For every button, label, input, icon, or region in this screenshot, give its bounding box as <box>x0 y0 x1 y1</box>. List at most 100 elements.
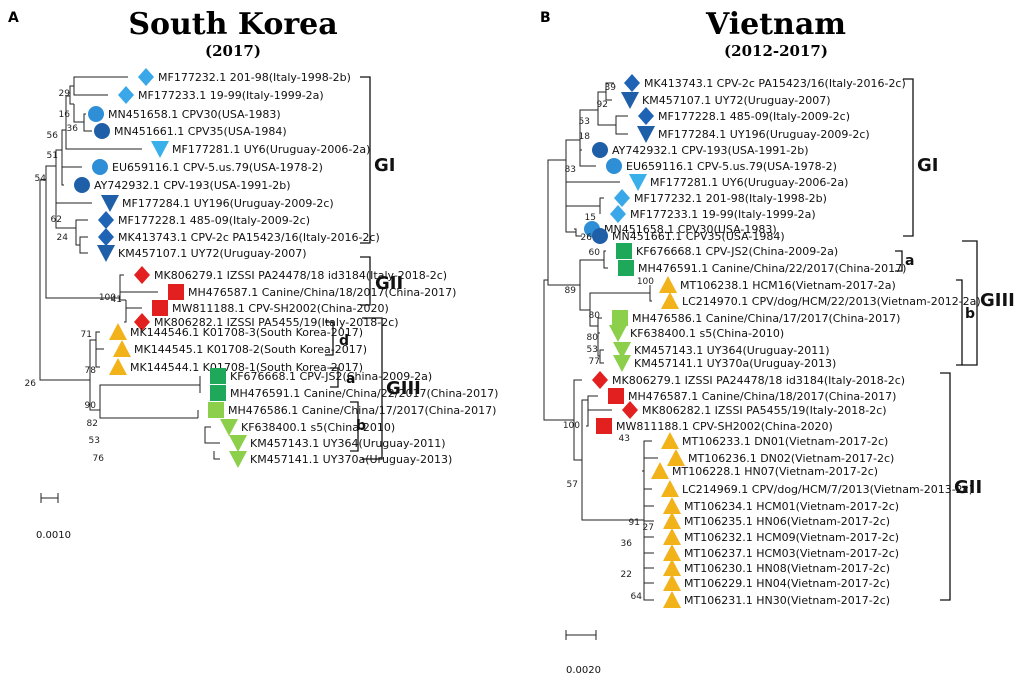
group-label-gii-a: GII <box>375 273 403 294</box>
tree-a-branch <box>73 86 108 96</box>
tree-b-branch <box>565 139 580 160</box>
tree-b-branch <box>586 400 589 427</box>
tree-a-branch <box>89 380 100 411</box>
tree-a-bootstrap-value: 62 <box>51 215 62 225</box>
tree-a-bootstrap-value: 51 <box>47 151 58 161</box>
tree-a-tip-marker <box>101 195 119 212</box>
tree-b-tip-marker <box>663 591 681 608</box>
tree-a-tip-marker <box>97 245 115 262</box>
clade-brackets-a: GI GII d a b GIII <box>325 76 421 460</box>
tree-b-taxon-label: MT106236.1 DN02(Vietnam-2017-2c) <box>688 452 894 465</box>
tree-b-tip-marker <box>637 126 655 143</box>
tree-b-branch <box>589 310 598 327</box>
tree-a-bootstrap-value: 82 <box>87 419 98 429</box>
tree-a-taxon-label: MF177284.1 UY196(Uruguay-2009-2c) <box>122 197 334 210</box>
tree-a-bootstrap-value: 56 <box>47 131 59 141</box>
group-label-a-b: a <box>905 253 914 269</box>
tree-b-taxon-label: MH476587.1 Canine/China/18/2017(China-20… <box>628 390 896 403</box>
tree-a-bootstrap-value: 26 <box>25 379 37 389</box>
tree-b-bootstrap-value: 92 <box>597 100 608 110</box>
group-label-gii-b: GII <box>954 477 982 498</box>
bracket-gi-b <box>903 78 914 237</box>
tree-b-taxon-label: KF638400.1 s5(China-2010) <box>630 327 784 340</box>
tree-panel-a: MF177232.1 201-98(Italy-1998-2b)MF177233… <box>25 68 498 468</box>
tree-a-bootstrap-value: 90 <box>85 401 97 411</box>
tree-b-branch <box>579 259 604 285</box>
tree-a-tip-marker <box>94 123 110 139</box>
tree-b-tip-marker <box>621 92 639 109</box>
tree-b-tip-marker <box>659 276 677 293</box>
tree-b-tip-marker <box>592 228 608 244</box>
tree-a-branch <box>119 291 158 298</box>
tree-b-branch <box>575 232 582 237</box>
tree-a-taxon-label: MW811188.1 CPV-SH2002(China-2020) <box>172 302 389 315</box>
tree-a-bootstrap-value: 29 <box>59 89 71 99</box>
tree-a-bootstrap-value: 78 <box>85 366 97 376</box>
tree-b-tip-marker <box>663 574 681 591</box>
bracket-b-b <box>956 279 963 366</box>
tree-b-branch <box>599 197 604 206</box>
tree-a-taxon-label: MF177228.1 485-09(Italy-2009-2c) <box>118 214 310 227</box>
tree-b-tip-marker <box>608 388 624 404</box>
tree-b-tip-marker <box>616 243 632 259</box>
tree-a-tip-marker <box>229 435 247 452</box>
tree-b-bootstrap-value: 60 <box>589 248 601 258</box>
tree-b-branch <box>589 292 650 310</box>
tree-b-branch <box>597 110 616 126</box>
tree-b-tip-marker <box>661 292 679 309</box>
tree-b-bootstrap-value: 77 <box>589 357 600 367</box>
tree-a-tip-marker <box>109 323 127 340</box>
tree-b-bootstrap-value: 26 <box>581 233 593 243</box>
tree-a-taxon-label: MK144544.1 K01708-1(South Korea-2017) <box>130 361 363 374</box>
tree-a-tip-marker <box>118 86 134 104</box>
tree-a-branch <box>45 180 120 299</box>
tree-a-branch <box>79 236 88 245</box>
tree-a-branch <box>75 237 80 246</box>
tree-a-branch <box>83 113 86 122</box>
tree-b-bootstrap-value: 53 <box>579 117 590 127</box>
tree-b-tip-marker <box>610 205 626 223</box>
tree-a-branch <box>125 300 142 309</box>
tree-a-taxon-label: AY742932.1 CPV-193(USA-1991-2b) <box>94 179 291 192</box>
scale-bar-a-label: 0.0010 <box>36 530 71 541</box>
tree-b-taxon-label: KM457141.1 UY370a(Uruguay-2013) <box>634 357 836 370</box>
tree-b-branch <box>599 356 604 364</box>
tree-a-branch <box>61 150 64 186</box>
tree-b-bootstrap-value: 80 <box>587 333 599 343</box>
tree-b-branch <box>573 379 582 420</box>
tree-b-tip-marker <box>667 449 685 466</box>
tree-b-taxon-label: MH476586.1 Canine/China/17/2017(China-20… <box>632 312 900 325</box>
tree-a-branch <box>83 122 92 132</box>
tree-b-taxon-label: MT106237.1 HCM03(Vietnam-2017-2c) <box>684 547 899 560</box>
tree-b-branch <box>579 109 598 140</box>
tree-b-taxon-label: MF177233.1 19-99(Italy-1999-2a) <box>630 208 816 221</box>
tree-b-taxon-label: MK806282.1 IZSSI PA5455/19(Italy-2018-2c… <box>642 404 887 417</box>
tree-b-tip-marker <box>614 189 630 207</box>
tree-a-branch <box>95 340 104 350</box>
group-label-d-a: d <box>339 333 349 349</box>
tree-a-bootstrap-value: 41 <box>111 295 122 305</box>
bracket-a-b <box>895 250 903 272</box>
tree-a-taxon-label: MF177232.1 201-98(Italy-1998-2b) <box>158 71 351 84</box>
tree-b-taxon-label: KM457143.1 UY364(Uruguay-2011) <box>634 344 830 357</box>
tree-a-taxon-label: KM457143.1 UY364(Uruguay-2011) <box>250 437 446 450</box>
tree-a-taxon-label: MN451658.1 CPV30(USA-1983) <box>108 108 281 121</box>
tree-b-taxon-label: LC214970.1 CPV/dog/HCM/22/2013(Vietnam-2… <box>682 295 981 308</box>
tree-b-branch <box>581 399 588 460</box>
bracket-d-a <box>325 321 334 356</box>
tree-b-branch <box>547 159 566 280</box>
tree-b-taxon-label: MN451661.1 CPV35(USA-1984) <box>612 230 785 243</box>
tree-b-bootstrap-value: 80 <box>589 311 601 321</box>
tree-a-tip-marker <box>208 402 224 418</box>
tree-a-tip-marker <box>138 68 154 86</box>
tree-a-branch <box>204 426 211 435</box>
tree-a-branch <box>69 96 74 105</box>
panel-a-title: South Korea <box>128 7 337 42</box>
tree-b-branch <box>643 505 654 520</box>
tree-a-taxon-label: KM457141.1 UY370a(Uruguay-2013) <box>250 453 452 466</box>
tree-b-taxon-label: MT106234.1 HCM01(Vietnam-2017-2c) <box>684 500 899 513</box>
tree-a-bootstrap-value: 71 <box>81 330 92 340</box>
tree-a-branch <box>61 150 82 168</box>
tree-b-bootstrap-value: 64 <box>631 592 643 602</box>
